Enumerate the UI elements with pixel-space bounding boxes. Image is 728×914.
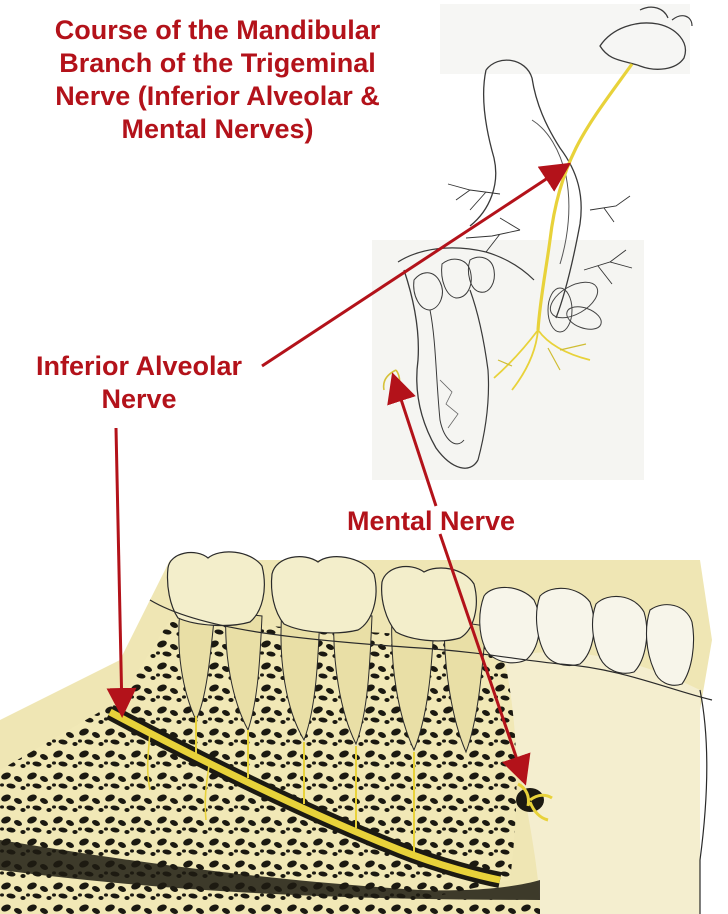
- title-line: Mental Nerves): [20, 113, 415, 146]
- mental-nerve-label: Mental Nerve: [324, 505, 538, 538]
- title-line: Nerve (Inferior Alveolar &: [20, 80, 415, 113]
- title-line: Branch of the Trigeminal: [20, 47, 415, 80]
- mandible-section: [0, 552, 712, 914]
- inferior-alveolar-nerve-label: Inferior Alveolar Nerve: [8, 350, 270, 416]
- label-line: Nerve: [8, 383, 270, 416]
- figure-title: Course of the Mandibular Branch of the T…: [20, 14, 415, 146]
- label-line: Inferior Alveolar: [8, 350, 270, 383]
- skull-sketch: [372, 4, 692, 480]
- title-line: Course of the Mandibular: [20, 14, 415, 47]
